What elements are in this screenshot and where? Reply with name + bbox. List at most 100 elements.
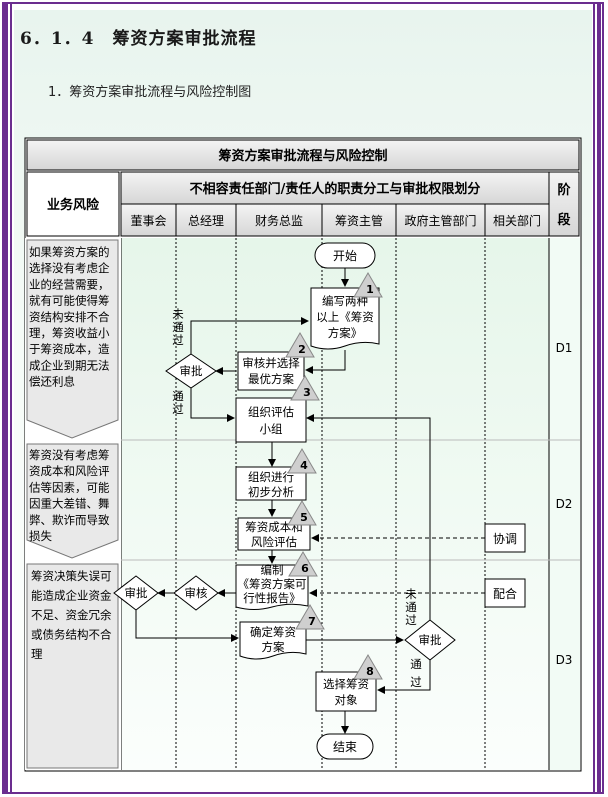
risk-text-line: 理: [31, 647, 43, 661]
step2-label-2: 最优方案: [248, 372, 294, 386]
step-number-label: 1: [366, 283, 374, 296]
end-node: [316, 733, 374, 760]
not-pass-label-1: 未通过: [172, 307, 184, 347]
stage-d1: D1: [556, 341, 573, 355]
right-border-bar: [597, 4, 601, 794]
risk-text-line: 如果筹资方案的: [29, 245, 110, 259]
risk-text-1: 如果筹资方案的选择没有考虑企业的经营需要，就有可能使得筹资结构安排不合理，筹资收…: [29, 245, 110, 389]
vertical-label-char: 通: [410, 657, 422, 671]
step-number-triangle: [290, 375, 320, 401]
risk-text-line: 选择没有考虑企: [29, 261, 110, 275]
step2-label-1: 审核并选择: [242, 356, 300, 370]
pass-label-2: 通过: [410, 657, 422, 689]
step-number-label: 6: [301, 562, 309, 575]
risk-box-3: [26, 563, 119, 769]
risk-text-line: 或债务结构不合: [31, 628, 112, 642]
step5-label-2: 风险评估: [251, 535, 297, 549]
sub-title: 1．筹资方案审批流程与风险控制图: [48, 85, 252, 100]
step7-label-1: 确定筹资: [250, 625, 296, 639]
step-number-label: 8: [366, 665, 374, 678]
stage-header-char-1: 阶: [557, 182, 571, 198]
table-title: 筹资方案审批流程与风险控制: [218, 148, 387, 164]
column-header-label: 政府主管部门: [404, 213, 476, 228]
step2-box: [237, 351, 305, 391]
step3-label-2: 小组: [260, 422, 283, 436]
start-node: [314, 242, 376, 269]
stage-column-bg: [549, 238, 580, 770]
vertical-label-char: 过: [172, 402, 184, 416]
coordinate-box: [484, 523, 526, 553]
risk-text-line: 因重大差错、舞: [29, 497, 110, 511]
not-pass-label-2: 未通过: [405, 587, 417, 627]
column-header-cell: [175, 203, 237, 237]
column-header-label: 财务总监: [255, 213, 303, 228]
stage-d3: D3: [556, 653, 573, 667]
vertical-label-char: 过: [405, 613, 417, 627]
risk-text-line: 就有可能使得筹: [29, 294, 110, 308]
column-header-cell: [484, 203, 550, 237]
connectors: [135, 268, 485, 734]
column-header-label: 筹资主管: [335, 213, 383, 228]
risk-text-line: 弊、欺诈而导致: [29, 513, 110, 527]
gm-review-label: 审核: [185, 586, 208, 600]
step1-label-2: 以上《筹资: [316, 310, 374, 324]
risk-text-line: 筹资决策失误可: [31, 569, 112, 583]
duty-header: 不相容责任部门/责任人的职责分工与审批权限划分: [190, 181, 481, 197]
step1-label-3: 方案》: [328, 326, 363, 340]
stage-header-char-2: 段: [557, 212, 570, 228]
step8-label-2: 对象: [335, 693, 358, 707]
column-headers: 董事会总经理财务总监筹资主管政府主管部门相关部门: [120, 203, 550, 237]
risk-header: 业务风险: [47, 197, 100, 213]
cooperate-label: 配合: [493, 586, 517, 601]
gm-approve-diamond: [165, 353, 217, 389]
risk-text-line: 于筹资成本，造: [29, 342, 110, 356]
step7-document: [239, 621, 307, 660]
column-header-cell: [321, 203, 397, 237]
vertical-label-char: 通: [405, 600, 417, 614]
step-number-triangle: [287, 448, 317, 474]
board-approve-diamond: [113, 575, 159, 611]
vertical-label-char: 通: [172, 389, 184, 403]
step-number-triangle: [285, 332, 315, 358]
start-label: 开始: [333, 249, 357, 263]
step-number-label: 5: [300, 511, 308, 524]
risk-text-line: 不足、资金冗余: [31, 608, 112, 622]
cooperate-box: [484, 578, 526, 608]
step4-label-2: 初步分析: [248, 485, 294, 499]
section-title: 6．1．4 筹资方案审批流程: [20, 29, 257, 49]
risk-text-line: 成企业到期无法: [29, 358, 110, 372]
step-number-triangle: [295, 604, 325, 630]
step-number-label: 3: [303, 386, 311, 399]
risk-text-line: 估等因素，可能: [29, 480, 110, 494]
stage-header-cell: [548, 171, 580, 237]
risk-text-line: 理，筹资收益小: [29, 326, 110, 340]
pass-label-1: 通过: [172, 389, 184, 416]
column-header-label: 董事会: [130, 214, 166, 228]
risk-box-2: [26, 443, 119, 559]
column-header-cell: [120, 203, 177, 237]
left-border-bar: [4, 4, 8, 794]
risk-text-line: 资结构安排不合: [29, 310, 110, 324]
step-number-label: 4: [300, 459, 308, 472]
table-title-cell: [26, 139, 580, 171]
vertical-label-char: 通: [172, 320, 184, 334]
gm-approve-label: 审批: [180, 364, 203, 378]
stage-d2: D2: [556, 497, 573, 511]
step-number-triangle: [353, 272, 383, 298]
step1-document: [310, 287, 380, 350]
right-border-line: [593, 4, 595, 794]
column-header-cell: [235, 203, 323, 237]
gm-review-diamond: [173, 575, 219, 611]
step-number-triangle: [287, 500, 317, 526]
step6-label-1: 编制: [261, 563, 284, 577]
board-approve-label: 审批: [125, 586, 148, 600]
vertical-label-char: 过: [172, 333, 184, 347]
risk-text-line: 损失: [29, 529, 52, 543]
column-header-label: 总经理: [188, 214, 224, 228]
risk-box-1: [26, 239, 119, 439]
